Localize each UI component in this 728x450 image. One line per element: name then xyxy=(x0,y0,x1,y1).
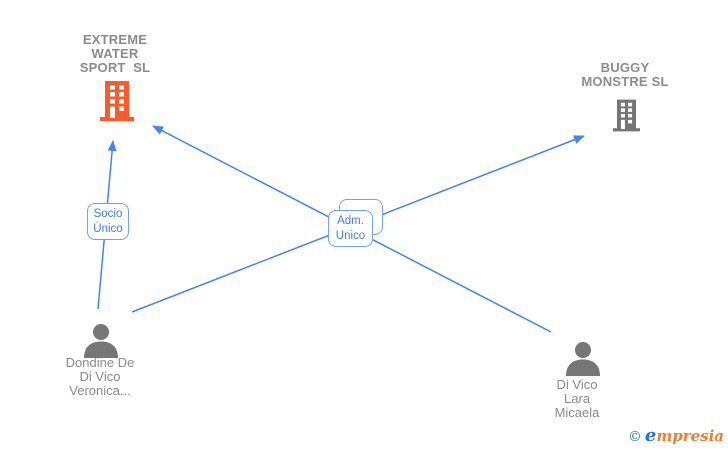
company-extreme-water-sport-label[interactable]: EXTREME WATER SPORT SL xyxy=(79,32,151,75)
edge-label-adm-unico[interactable]: Adm. Unico xyxy=(328,210,373,247)
brand-name: mpresia xyxy=(656,427,724,445)
person-di-vico-lara-label[interactable]: Di Vico Lara Micaela xyxy=(554,377,600,420)
edge-label-adm-unico-text: Adm. Unico xyxy=(335,214,366,242)
brand-empresia[interactable]: ©empresia xyxy=(628,425,724,446)
person-icon[interactable] xyxy=(564,342,602,376)
brand-initial: e xyxy=(644,425,657,446)
person-dondine-label[interactable]: Dondine De Di Vico Veronica... xyxy=(65,355,135,398)
building-icon[interactable] xyxy=(100,81,134,121)
copyright-symbol: © xyxy=(627,429,642,445)
person-icon[interactable] xyxy=(82,324,120,358)
company-buggy-monstre-label[interactable]: BUGGY MONSTRE SL xyxy=(581,60,669,89)
edge-label-socio-unico[interactable]: Socio Único xyxy=(87,203,129,240)
building-icon[interactable] xyxy=(613,99,640,132)
edge-label-socio-unico-text: Socio Único xyxy=(93,207,123,235)
